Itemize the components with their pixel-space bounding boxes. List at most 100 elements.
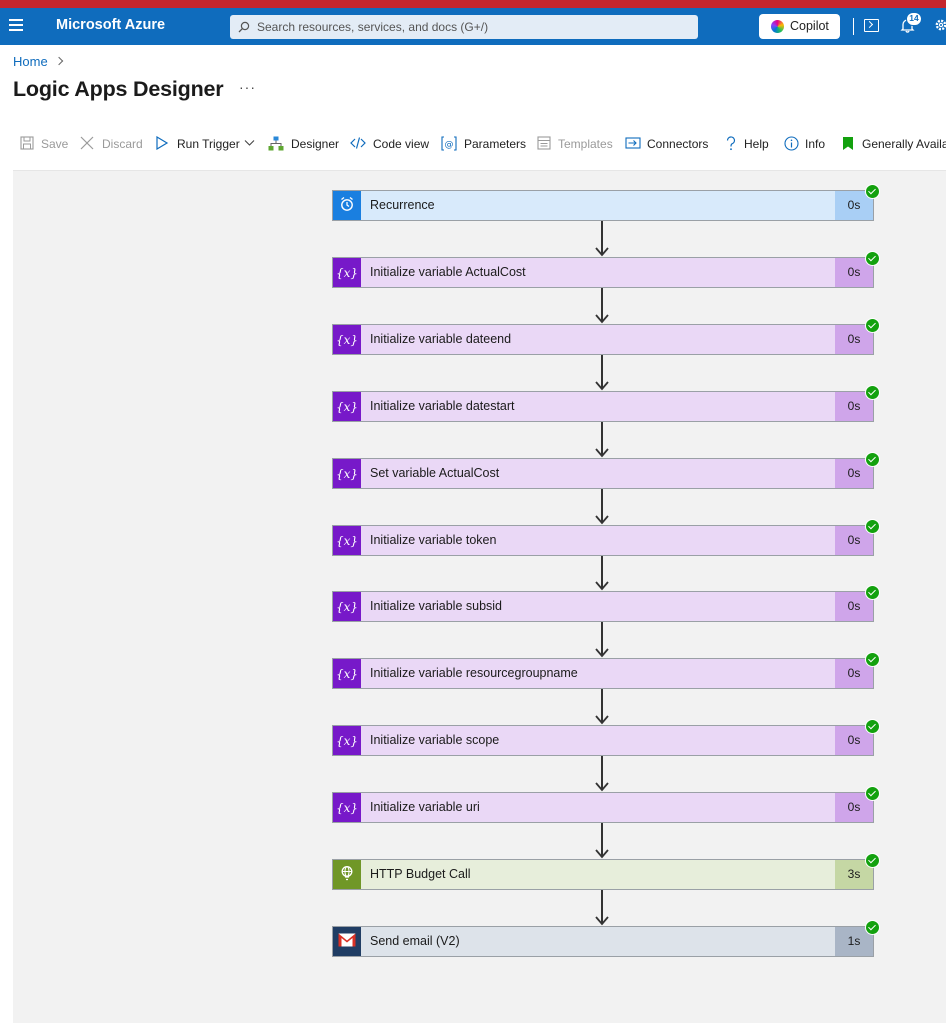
http-globe-icon (339, 865, 355, 884)
gear-icon[interactable] (934, 18, 946, 32)
step-title: Initialize variable resourcegroupname (370, 666, 578, 680)
search-icon (238, 21, 250, 33)
parameters-icon: @ (441, 136, 457, 151)
parameters-button[interactable]: @ Parameters (441, 136, 526, 152)
step-icon-box: {x} (333, 592, 361, 621)
run-trigger-button[interactable]: Run Trigger (155, 136, 257, 152)
designer-button[interactable]: Designer (268, 136, 340, 152)
variable-icon: {x} (335, 265, 359, 280)
step-title: Recurrence (370, 198, 435, 212)
step-icon-box: {x} (333, 659, 361, 688)
arrow-down-icon (595, 515, 609, 525)
step-icon-box (333, 191, 361, 220)
designer-hierarchy-icon (268, 136, 284, 151)
global-search[interactable] (230, 15, 698, 39)
chevron-down-icon (244, 140, 255, 146)
step-title: HTTP Budget Call (370, 867, 471, 881)
step-icon-box: {x} (333, 793, 361, 822)
help-label: Help (744, 137, 769, 151)
save-button[interactable]: Save (20, 136, 68, 152)
step-title: Initialize variable subsid (370, 599, 503, 613)
discard-label: Discard (102, 137, 143, 151)
templates-icon (537, 136, 551, 150)
clock-icon (339, 196, 355, 215)
workflow-step-card[interactable]: Send email (V2)1s (332, 920, 880, 957)
step-title: Initialize variable datestart (370, 399, 515, 413)
generally-available-label: Generally Availa (862, 137, 946, 151)
arrow-down-icon (595, 849, 609, 859)
step-connector-line (601, 288, 603, 322)
success-check-icon (865, 920, 880, 935)
arrow-down-icon (595, 381, 609, 391)
success-check-icon (865, 318, 880, 333)
variable-icon: {x} (335, 800, 359, 815)
discard-button[interactable]: Discard (80, 136, 143, 152)
step-connector-line (601, 756, 603, 790)
step-icon-box: {x} (333, 325, 361, 354)
close-icon (80, 136, 94, 150)
code-icon (350, 137, 366, 149)
top-accent-bar (0, 0, 946, 8)
templates-button[interactable]: Templates (537, 136, 613, 152)
step-title: Send email (V2) (370, 934, 460, 948)
page-title: Logic Apps Designer (13, 77, 224, 101)
info-button[interactable]: Info (784, 136, 828, 152)
success-check-icon (865, 251, 880, 266)
step-icon-box: {x} (333, 459, 361, 488)
help-button[interactable]: Help (725, 136, 771, 152)
bookmark-icon (843, 137, 853, 150)
generally-available-button[interactable]: Generally Availa (842, 136, 946, 152)
step-connector-line (601, 823, 603, 857)
success-check-icon (865, 652, 880, 667)
arrow-down-icon (595, 916, 609, 926)
svg-text:@: @ (445, 140, 454, 150)
copilot-label: Copilot (790, 19, 829, 33)
breadcrumb-home-link[interactable]: Home (13, 54, 48, 69)
success-check-icon (865, 853, 880, 868)
cloud-shell-icon[interactable] (864, 19, 879, 32)
azure-brand[interactable]: Microsoft Azure (56, 17, 166, 33)
code-view-label: Code view (373, 137, 430, 151)
connectors-button[interactable]: Connectors (625, 136, 711, 152)
step-icon-box: {x} (333, 258, 361, 287)
step-icon-box: {x} (333, 392, 361, 421)
arrow-down-icon (595, 448, 609, 458)
connectors-icon (625, 137, 641, 149)
search-input[interactable] (257, 18, 687, 36)
copilot-button[interactable]: Copilot (759, 14, 840, 39)
step-connector-line (601, 221, 603, 255)
step-connector-line (601, 622, 603, 656)
step-title: Initialize variable uri (370, 800, 480, 814)
notification-count-badge: 14 (906, 12, 922, 26)
code-view-button[interactable]: Code view (350, 136, 430, 152)
arrow-down-icon (595, 314, 609, 324)
more-options-button[interactable]: ··· (239, 79, 256, 95)
variable-icon: {x} (335, 332, 359, 347)
step-icon-box: {x} (333, 526, 361, 555)
variable-icon: {x} (335, 466, 359, 481)
hamburger-menu-icon[interactable] (9, 19, 23, 33)
help-question-icon (726, 136, 736, 151)
designer-toolbar: Save Discard Run Trigger Designer Code v… (0, 130, 946, 158)
workflow-step-card[interactable]: {x} Initialize variable resourcegroupname… (332, 652, 880, 689)
arrow-down-icon (595, 782, 609, 792)
success-check-icon (865, 452, 880, 467)
success-check-icon (865, 719, 880, 734)
designer-label: Designer (291, 137, 340, 151)
variable-icon: {x} (335, 733, 359, 748)
step-connector-line (601, 489, 603, 523)
variable-icon: {x} (335, 399, 359, 414)
step-connector-line (601, 689, 603, 723)
chevron-right-icon (54, 56, 64, 66)
